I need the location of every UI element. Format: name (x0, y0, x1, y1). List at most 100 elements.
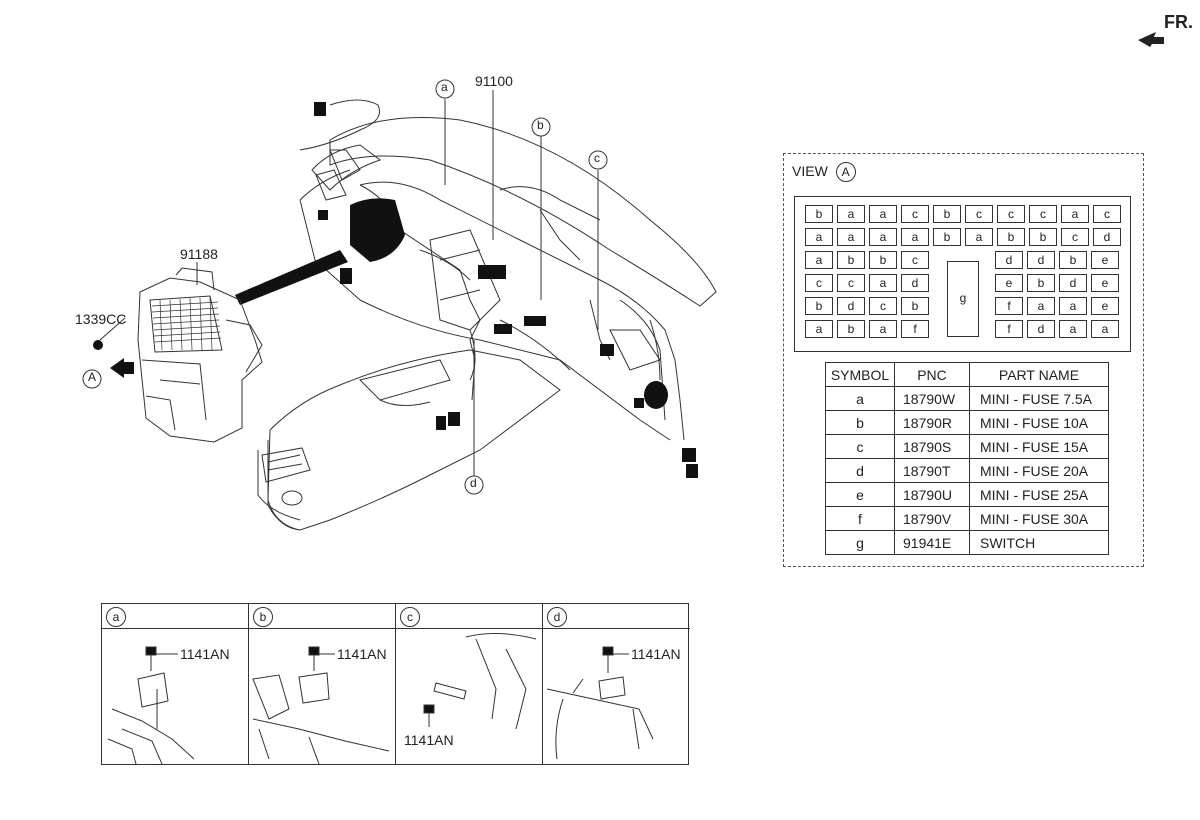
legend-pnc: 18790U (894, 482, 970, 507)
fuse-slot: f (995, 297, 1023, 315)
detail-header: d (543, 604, 690, 629)
bolt-part-number: 1141AN (180, 646, 230, 662)
fuse-slot: d (901, 274, 929, 292)
bolt-part-number: 1141AN (404, 732, 454, 748)
fuse-slot: c (901, 205, 929, 223)
legend-part-name: MINI - FUSE 10A (969, 410, 1109, 435)
bolt-part-number: 1141AN (337, 646, 387, 662)
fuse-slot: d (837, 297, 865, 315)
fuse-slot: d (1093, 228, 1121, 246)
legend-pnc: 91941E (894, 530, 970, 555)
fuse-slot: a (1091, 320, 1119, 338)
detail-header: c (396, 604, 542, 629)
bracket-illustration (107, 646, 195, 764)
fuse-slot: a (805, 251, 833, 269)
view-marker-circle: A (835, 162, 856, 182)
detail-label: b (253, 607, 273, 627)
legend-pnc: 18790R (894, 410, 970, 435)
view-title-text: VIEW (792, 163, 828, 179)
legend-part-name: MINI - FUSE 15A (969, 434, 1109, 459)
fuse-slot: c (965, 205, 993, 223)
legend-header-pnc: PNC (894, 362, 970, 387)
legend-pnc: 18790S (894, 434, 970, 459)
fuse-slot: a (1027, 297, 1055, 315)
fuse-slot: a (805, 228, 833, 246)
fuse-slot: f (995, 320, 1023, 338)
fuse-slot: b (1059, 251, 1087, 269)
fuse-slot: e (1091, 297, 1119, 315)
legend-pnc: 18790W (894, 386, 970, 411)
dashboard-wiring-illustration (82, 79, 717, 531)
fuse-slot: a (965, 228, 993, 246)
legend-pnc: 18790T (894, 458, 970, 483)
fuse-slot: a (837, 205, 865, 223)
bracket-illustration (423, 632, 537, 730)
fuse-slot: d (995, 251, 1023, 269)
detail-panel-d: d 1141AN (543, 604, 690, 764)
fuse-slot: b (837, 251, 865, 269)
detail-header: b (249, 604, 395, 629)
fuse-slot: c (901, 251, 929, 269)
detail-panel-c: c 1141AN (396, 604, 543, 764)
legend-symbol: b (825, 410, 895, 435)
front-orientation-label: FR. (1164, 12, 1193, 32)
callout-d: d (470, 476, 477, 490)
fuse-slot: d (1027, 320, 1055, 338)
junction-box-part-number: 91188 (180, 246, 218, 262)
nut-part-number: 1339CC (75, 311, 127, 327)
fuse-slot: b (869, 251, 897, 269)
fuse-slot: a (869, 320, 897, 338)
fuse-slot: f (901, 320, 929, 338)
fuse-slot: a (1061, 205, 1089, 223)
fuse-slot: e (1091, 274, 1119, 292)
fuse-slot: b (837, 320, 865, 338)
legend-symbol: g (825, 530, 895, 555)
view-title: VIEW A (792, 162, 856, 182)
fuse-slot: a (1059, 297, 1087, 315)
legend-symbol: e (825, 482, 895, 507)
fuse-slot: a (869, 205, 897, 223)
detail-panel-b: b 1141AN (249, 604, 396, 764)
callout-c: c (594, 151, 600, 165)
front-arrow-icon (1138, 32, 1164, 47)
fuse-slot: d (1059, 274, 1087, 292)
legend-pnc: 18790V (894, 506, 970, 531)
fuse-slot: a (837, 228, 865, 246)
fuse-slot: c (837, 274, 865, 292)
fuse-slot: c (869, 297, 897, 315)
legend-symbol: c (825, 434, 895, 459)
detail-label: d (547, 607, 567, 627)
bolt-part-number: 1141AN (631, 646, 681, 662)
fuse-slot: e (1091, 251, 1119, 269)
legend-part-name: SWITCH (969, 530, 1109, 555)
legend-part-name: MINI - FUSE 25A (969, 482, 1109, 507)
fuse-slot: b (997, 228, 1025, 246)
fuse-slot: c (1029, 205, 1057, 223)
fuse-slot: b (933, 205, 961, 223)
fuse-slot: a (869, 228, 897, 246)
fuse-slot: a (1059, 320, 1087, 338)
detail-panels: a 1141AN b 1141AN (101, 603, 690, 765)
harness-part-number: 91100 (475, 73, 513, 89)
callout-a: a (441, 80, 448, 94)
fuse-slot: b (1027, 274, 1055, 292)
fuse-slot: a (805, 320, 833, 338)
fuse-slot: c (997, 205, 1025, 223)
view-marker-callout: A (88, 370, 97, 384)
detail-panel-a: a 1141AN (102, 604, 249, 764)
fuse-slot: c (805, 274, 833, 292)
legend-header-row: SYMBOL PNC PART NAME (825, 362, 1109, 387)
detail-label: c (400, 607, 420, 627)
legend-part-name: MINI - FUSE 30A (969, 506, 1109, 531)
legend-part-name: MINI - FUSE 7.5A (969, 386, 1109, 411)
bracket-illustration (252, 646, 390, 764)
